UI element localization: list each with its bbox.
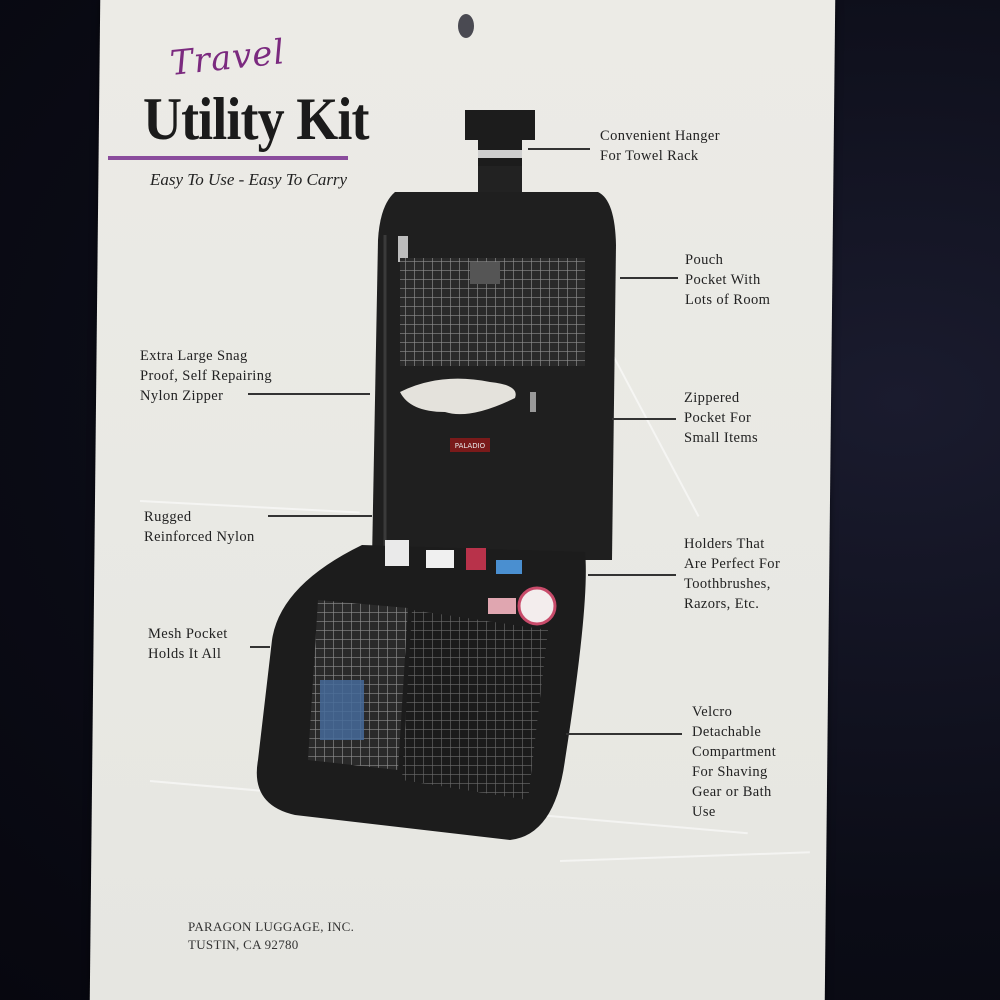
hanger-hook: [465, 110, 535, 192]
title-underline: [108, 156, 348, 160]
lace-item: [400, 378, 516, 415]
callout-pouch-pocket: Pouch Pocket With Lots of Room: [685, 252, 771, 308]
callout-mesh-pocket: Mesh Pocket Holds It All: [148, 626, 228, 662]
razor-holder: [426, 550, 454, 568]
leader-line: [250, 646, 270, 648]
brand-patch-label: PALADIO: [455, 442, 486, 450]
upper-panel: [372, 192, 616, 560]
pouch-pocket-item: [470, 262, 500, 284]
manufacturer-address: PARAGON LUGGAGE, INC. TUSTIN, CA 92780: [188, 919, 355, 952]
toothbrush-holder: [385, 540, 409, 566]
leader-line: [566, 733, 682, 735]
cream-jar: [517, 586, 557, 626]
leader-line: [588, 574, 676, 576]
leader-line: [612, 418, 676, 420]
zipper-pull: [398, 236, 408, 262]
leader-line: [268, 515, 372, 517]
brand-patch: [450, 438, 490, 452]
hang-tag-hole: [458, 14, 474, 38]
callout-nylon-zipper: Extra Large Snag Proof, Self Repairing N…: [140, 348, 273, 404]
callout-zippered-pocket: Zippered Pocket For Small Items: [684, 390, 759, 446]
callout-holders: Holders That Are Perfect For Toothbrushe…: [684, 536, 781, 612]
red-bottle: [466, 548, 486, 570]
pink-case: [488, 598, 516, 614]
blue-item: [496, 560, 522, 574]
leader-line: [248, 393, 370, 395]
leader-line: [620, 277, 678, 279]
title-utility-kit: Utility Kit: [143, 86, 369, 152]
tagline: Easy To Use - Easy To Carry: [150, 170, 348, 189]
blue-toiletry: [320, 680, 364, 740]
right-mesh-pocket: [402, 610, 548, 800]
callout-rugged-nylon: Rugged Reinforced Nylon: [144, 509, 255, 545]
callout-hanger: Convenient Hanger For Towel Rack: [600, 128, 720, 164]
leader-line: [528, 148, 590, 150]
callout-velcro-compartment: Velcro Detachable Compartment For Shavin…: [692, 704, 777, 820]
zippered-pocket-pull: [530, 392, 536, 412]
